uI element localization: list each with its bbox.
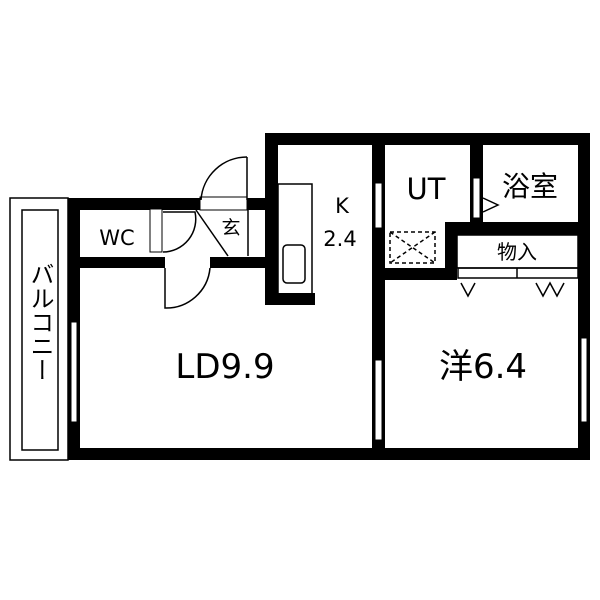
sink bbox=[282, 244, 306, 284]
sliding-door-ld-western bbox=[374, 359, 383, 441]
bath-door bbox=[472, 177, 481, 219]
kitchen-size: 2.4 bbox=[323, 227, 356, 251]
sliding-door-kitchen-ut bbox=[374, 182, 383, 229]
wc-label: WC bbox=[99, 226, 134, 250]
windows bbox=[70, 177, 588, 441]
utility-label: UT bbox=[407, 172, 446, 206]
washer-space bbox=[389, 231, 436, 264]
bathroom-label: 浴室 bbox=[502, 170, 558, 203]
western-room-label: 洋6.4 bbox=[439, 347, 527, 387]
fixtures bbox=[277, 183, 579, 295]
kitchen-counter bbox=[277, 183, 313, 295]
living-dining-label: LD9.9 bbox=[175, 347, 274, 387]
balcony-label: バルコニー bbox=[26, 262, 54, 382]
kitchen-label: K bbox=[335, 194, 350, 218]
doors bbox=[162, 156, 565, 309]
storage-label: 物入 bbox=[497, 240, 537, 264]
entrance-label: 玄 bbox=[221, 217, 240, 239]
